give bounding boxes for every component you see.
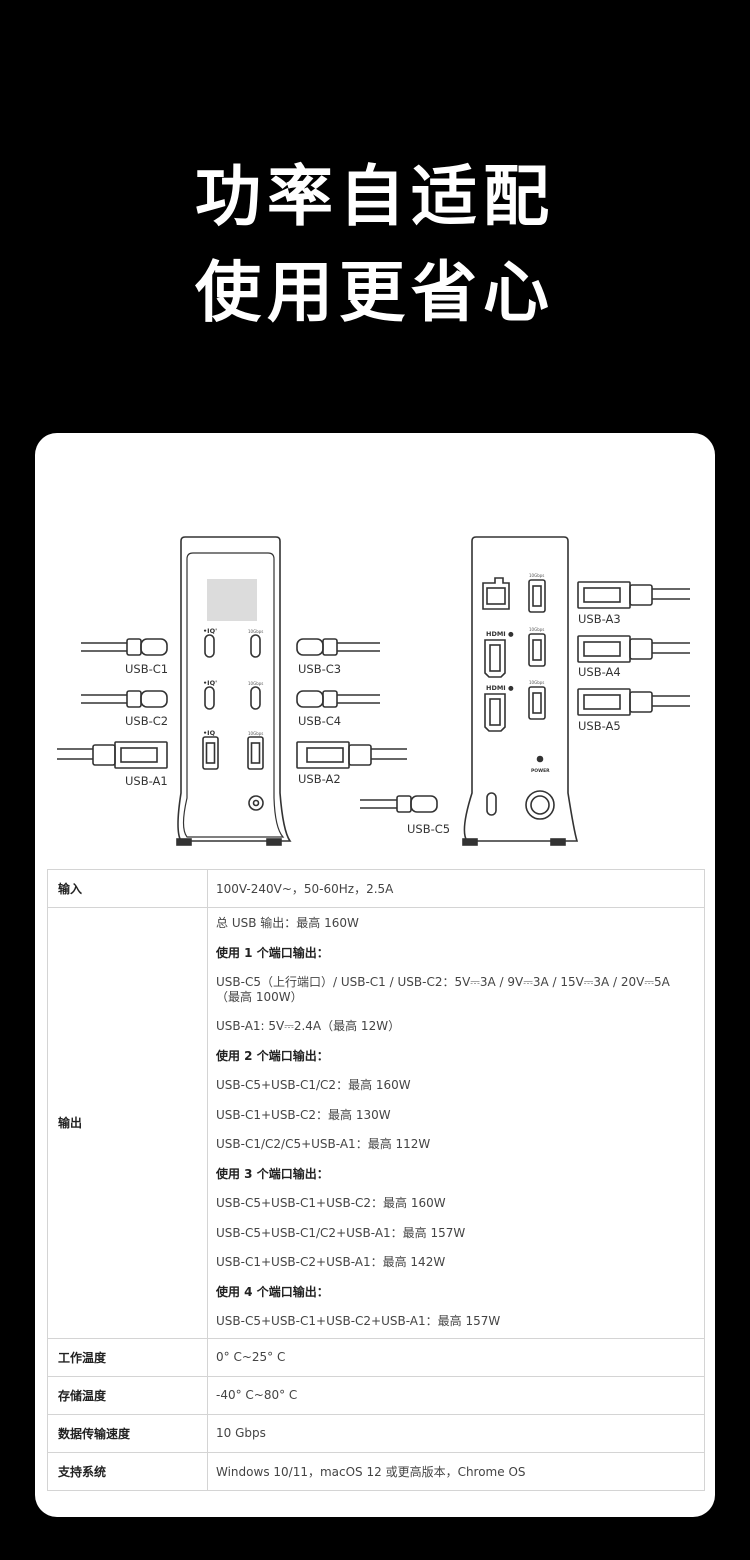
spec-key-input: 输入 (47, 869, 208, 908)
usb-c3-port (250, 634, 261, 658)
output-line: USB-C1+USB-C2+USB-A1：最高 142W (216, 1255, 446, 1270)
output-line: 总 USB 输出：最高 160W (216, 916, 359, 931)
spec-value-output: 总 USB 输出：最高 160W 使用 1 个端口输出： USB-C5（上行端口）/… (207, 907, 705, 1339)
spec-value-speed: 10 Gbps (207, 1413, 705, 1453)
usb-c4-port (250, 686, 261, 710)
usb-a3-port (528, 579, 546, 613)
usb-a2-port (247, 736, 264, 770)
usb-c2-port (204, 686, 215, 710)
front-left-cables (57, 638, 168, 769)
iq-mark: •IQ' (203, 627, 217, 635)
usb-c1-port (204, 634, 215, 658)
speed-mark: 10Gbps (529, 680, 544, 685)
output-line: USB-C5+USB-C1+USB-C2+USB-A1：最高 157W (216, 1314, 501, 1329)
spec-key-storage-temp: 存储温度 (47, 1375, 208, 1415)
label-usb-c5: USB-C5 (407, 822, 450, 836)
iq-mark: •IQ' (203, 679, 217, 687)
output-line: USB-C5+USB-C1/C2：最高 160W (216, 1078, 411, 1093)
table-row: 工作温度 0° C~25° C (47, 1337, 705, 1377)
output-line: USB-C5+USB-C1+USB-C2：最高 160W (216, 1196, 446, 1211)
output-group-heading: 使用 3 个端口输出： (216, 1166, 329, 1181)
spec-key-speed: 数据传输速度 (47, 1413, 208, 1453)
hero-title-line1: 功率自适配 (195, 158, 555, 235)
hero-title-line2: 使用更省心 (195, 254, 555, 331)
iq-mark: •IQ (203, 729, 216, 737)
usb-c5-port (486, 792, 497, 816)
usb-a4-port (528, 633, 546, 667)
label-usb-c1: USB-C1 (125, 662, 168, 676)
power-mark: POWER (531, 768, 550, 774)
front-dock-illustration (176, 536, 292, 846)
spec-key-os: 支持系统 (47, 1451, 208, 1491)
table-row: 存储温度 -40° C~80° C (47, 1375, 705, 1415)
label-usb-a1: USB-A1 (125, 774, 168, 788)
spec-value-input: 100V-240V~，50-60Hz，2.5A (207, 869, 705, 908)
ethernet-port (482, 577, 510, 610)
table-row: 输入 100V-240V~，50-60Hz，2.5A (47, 869, 705, 908)
table-row: 支持系统 Windows 10/11，macOS 12 或更高版本，Chrome… (47, 1451, 705, 1491)
port-diagram: •IQ' •IQ' •IQ HDMI ● HDMI ● POWER 10Gbps… (57, 536, 690, 846)
usb-a5-port (528, 686, 546, 720)
label-usb-c3: USB-C3 (298, 662, 341, 676)
headphone-jack (248, 795, 264, 811)
back-dock-illustration (462, 536, 579, 846)
output-group-heading: 使用 4 个端口输出： (216, 1284, 329, 1299)
output-line: USB-A1: 5V⎓2.4A（最高 12W） (216, 1019, 401, 1034)
speed-mark: 10Gbps (248, 731, 263, 736)
usb-a1-port (202, 736, 219, 770)
table-row: 数据传输速度 10 Gbps (47, 1413, 705, 1453)
output-group-heading: 使用 1 个端口输出： (216, 945, 329, 960)
spec-card: •IQ' •IQ' •IQ HDMI ● HDMI ● POWER 10Gbps… (35, 433, 715, 1517)
hdmi-port-1 (484, 639, 506, 678)
output-line: USB-C1+USB-C2：最高 130W (216, 1107, 391, 1122)
hdmi-mark: HDMI ● (486, 684, 514, 692)
label-usb-c2: USB-C2 (125, 714, 168, 728)
label-usb-a3: USB-A3 (578, 612, 621, 626)
spec-table: 输入 100V-240V~，50-60Hz，2.5A 输出 总 USB 输出：最… (47, 869, 705, 1491)
power-button (525, 790, 555, 820)
label-usb-c4: USB-C4 (298, 714, 341, 728)
back-right-cables (577, 581, 690, 716)
spec-value-os: Windows 10/11，macOS 12 或更高版本，Chrome OS (207, 1451, 705, 1491)
front-right-cables (296, 638, 407, 769)
speed-mark: 10Gbps (529, 627, 544, 632)
hdmi-port-2 (484, 693, 506, 732)
display-screen (207, 579, 257, 621)
back-c5-cable (360, 795, 438, 813)
speed-mark: 10Gbps (248, 629, 263, 634)
speed-mark: 10Gbps (529, 573, 544, 578)
output-line: USB-C5+USB-C1/C2+USB-A1：最高 157W (216, 1225, 466, 1240)
output-line: USB-C1/C2/C5+USB-A1：最高 112W (216, 1137, 431, 1152)
label-usb-a2: USB-A2 (298, 772, 341, 786)
label-usb-a4: USB-A4 (578, 665, 621, 679)
spec-key-output: 输出 (47, 907, 208, 1339)
speed-mark: 10Gbps (248, 681, 263, 686)
spec-value-op-temp: 0° C~25° C (207, 1337, 705, 1377)
spec-key-op-temp: 工作温度 (47, 1337, 208, 1377)
output-group-heading: 使用 2 个端口输出： (216, 1048, 329, 1063)
table-row: 输出 总 USB 输出：最高 160W 使用 1 个端口输出： USB-C5（上行端… (47, 907, 705, 1339)
hdmi-mark: HDMI ● (486, 630, 514, 638)
output-line: USB-C5（上行端口）/ USB-C1 / USB-C2：5V⎓3A / 9V… (216, 975, 670, 1004)
spec-value-storage-temp: -40° C~80° C (207, 1375, 705, 1415)
label-usb-a5: USB-A5 (578, 719, 621, 733)
